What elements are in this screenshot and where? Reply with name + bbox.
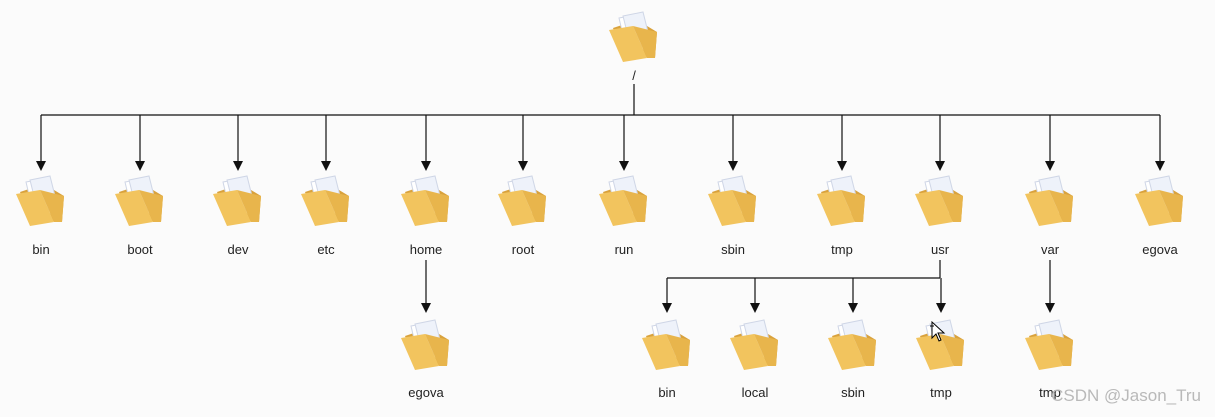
folder-label-boot: boot xyxy=(127,242,153,257)
folder-icon-egova[interactable] xyxy=(1134,175,1184,227)
folder-label-usr-bin: bin xyxy=(658,385,676,400)
folder-label-run: run xyxy=(614,242,634,257)
folder-label-sbin: sbin xyxy=(721,242,745,257)
folder-label-usr-tmp: tmp xyxy=(930,385,952,400)
folder-icon-usr[interactable] xyxy=(914,175,964,227)
folder-icon-run[interactable] xyxy=(598,175,648,227)
folder-icon-root[interactable] xyxy=(497,175,547,227)
connector-lines xyxy=(36,84,1165,313)
folder-icon-var[interactable] xyxy=(1024,175,1074,227)
folder-icon-etc[interactable] xyxy=(300,175,350,227)
folder-label-var: var xyxy=(1040,242,1060,257)
folder-label-bin: bin xyxy=(32,242,50,257)
folder-icon-boot[interactable] xyxy=(114,175,164,227)
folder-label-var-tmp: tmp xyxy=(1039,385,1061,400)
folder-label-usr-local: local xyxy=(741,385,769,400)
folder-label-root: / xyxy=(632,68,636,83)
folder-label-home: home xyxy=(409,242,443,257)
move-cursor-icon xyxy=(930,320,946,342)
folder-icon-usr-sbin[interactable] xyxy=(827,319,877,371)
folder-icon-home[interactable] xyxy=(400,175,450,227)
folder-label-egova: egova xyxy=(1142,242,1178,257)
folder-icon-var-tmp[interactable] xyxy=(1024,319,1074,371)
folder-icon-usr-local[interactable] xyxy=(729,319,779,371)
folder-icon-home-egova[interactable] xyxy=(400,319,450,371)
folder-icons xyxy=(15,11,1184,371)
folder-label-dev: dev xyxy=(227,242,249,257)
folder-icon-dev[interactable] xyxy=(212,175,262,227)
folder-label-usr-sbin: sbin xyxy=(841,385,865,400)
folder-icon-root[interactable] xyxy=(608,11,658,63)
folder-label-tmp: tmp xyxy=(831,242,853,257)
folder-label-home-egova: egova xyxy=(408,385,444,400)
folder-icon-bin[interactable] xyxy=(15,175,65,227)
folder-label-etc: etc xyxy=(317,242,335,257)
folder-icon-usr-bin[interactable] xyxy=(641,319,691,371)
folder-icon-tmp[interactable] xyxy=(816,175,866,227)
folder-label-root: root xyxy=(511,242,535,257)
folder-label-usr: usr xyxy=(930,242,950,257)
watermark-text: CSDN @Jason_Tru xyxy=(1051,386,1201,405)
folder-icon-sbin[interactable] xyxy=(707,175,757,227)
